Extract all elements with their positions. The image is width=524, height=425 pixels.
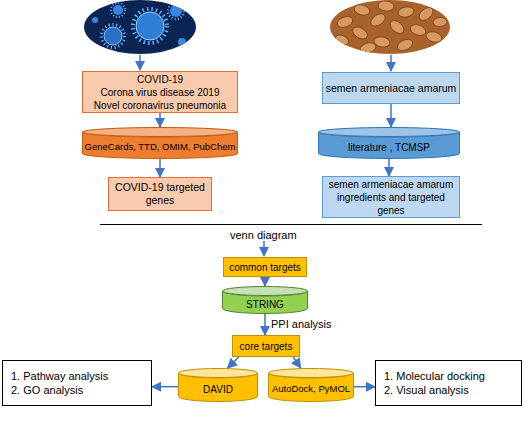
flow-arrow	[228, 357, 239, 368]
flow-arrow	[354, 386, 375, 388]
node-text: COVID-19 targeted genes	[109, 181, 211, 207]
seed-image	[330, 0, 450, 55]
step-label: venn diagram	[230, 229, 297, 242]
node-text: AutoDock, PyMOL	[272, 383, 350, 395]
node-text: 1. Molecular docking	[376, 369, 485, 383]
node-text: core targets	[240, 340, 293, 353]
process-box: semen armeniacae amarum ingredients and …	[322, 176, 460, 218]
node-text: COVID-19	[137, 73, 183, 86]
virus-image	[84, 0, 196, 54]
process-box: COVID-19 targeted genes	[108, 177, 212, 211]
process-box: core targets	[232, 335, 300, 357]
process-box: COVID-19Corona virus disease 2019Novel c…	[82, 71, 238, 113]
venn-arrow	[263, 241, 265, 256]
flow-arrow	[388, 159, 390, 176]
node-text: DAVID	[203, 383, 233, 396]
node-text: 2. Visual analysis	[376, 383, 469, 397]
node-text: 1. Pathway analysis	[3, 369, 108, 383]
node-text: GeneCards, TTD, OMIM, PubChem	[85, 141, 236, 153]
flow-arrow	[159, 159, 161, 177]
process-box: semen armeniacae amarum	[322, 72, 460, 104]
process-box: 1. Pathway analysis2. GO analysis	[2, 360, 152, 406]
flow-arrow	[390, 104, 392, 127]
flow-arrow	[293, 357, 300, 368]
node-text: semen armeniacae amarum ingredients and …	[323, 178, 459, 217]
edge-label: PPI analysis	[271, 318, 332, 331]
node-text: STRING	[246, 298, 284, 311]
database-cylinder: DAVID	[178, 368, 258, 402]
node-text: semen armeniacae amarum	[326, 82, 457, 95]
database-cylinder: AutoDock, PyMOL	[268, 368, 354, 402]
flow-arrow	[264, 314, 266, 335]
image-arrow	[390, 55, 392, 71]
node-text: 2. GO analysis	[3, 383, 83, 397]
node-text: Novel coronavirus pneumonia	[94, 99, 226, 112]
flow-arrow	[152, 386, 178, 388]
database-cylinder: GeneCards, TTD, OMIM, PubChem	[82, 127, 238, 159]
image-arrow	[139, 55, 141, 70]
divider-line	[100, 224, 482, 225]
database-cylinder: literature , TCMSP	[318, 127, 460, 159]
node-text: Corona virus disease 2019	[101, 86, 220, 99]
process-box: 1. Molecular docking2. Visual analysis	[375, 360, 522, 406]
database-cylinder: STRING	[222, 286, 308, 314]
flow-arrow	[264, 277, 266, 286]
node-text: literature , TCMSP	[348, 141, 430, 154]
flow-arrow	[159, 113, 161, 127]
process-box: common targets	[223, 257, 307, 277]
node-text: common targets	[229, 261, 301, 274]
